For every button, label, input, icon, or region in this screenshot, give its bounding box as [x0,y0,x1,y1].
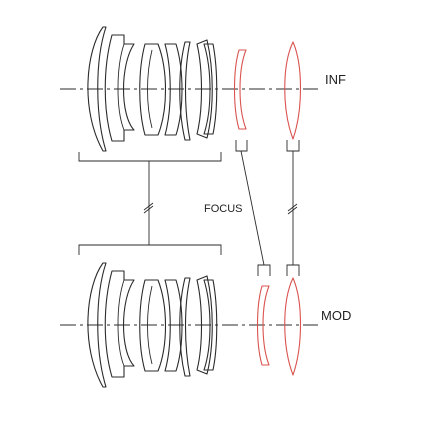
break-mark-right-a [287,203,298,212]
lens-element-2-mod-inner [117,279,125,367]
fixed-lens-group-inf [87,26,218,152]
lens-element-6 [196,39,213,139]
lens-element-5-mod [179,277,191,377]
lens-element-5 [179,41,191,141]
focus-bracket-a-inf [235,140,248,152]
mod-label: MOD [321,308,351,323]
lens-element-2-mod [104,270,135,378]
fixed-group-bracket-mod [78,244,222,255]
lens-element-7 [203,43,218,135]
focus-element-b-mod [284,277,301,376]
focus-lens-group-inf [234,41,301,140]
focus-element-a-inf [234,49,247,130]
mod-configuration: MOD [60,244,351,388]
lens-element-7-mod [203,279,218,371]
lens-element-4 [164,43,183,136]
lens-element-1 [87,26,107,152]
lens-element-4-mod [164,279,183,372]
fixed-lens-group-mod [87,262,218,388]
fixed-group-bracket-inf [78,152,222,162]
lens-element-3-mod-inner [147,285,153,365]
lens-element-1-mod [87,262,107,388]
lens-element-2 [104,34,135,142]
lens-element-3-inner [147,49,153,129]
lens-element-2-inner [117,43,125,131]
break-mark-right-b [287,206,298,215]
break-mark-left-a [143,202,154,211]
break-mark-left-b [143,205,154,214]
lens-element-3 [139,43,167,136]
focus-element-a-mod [257,285,270,366]
inf-configuration: INF [60,26,346,245]
focus-bracket-a-mod [257,264,271,276]
focus-travel: FOCUS [204,150,298,266]
focus-bracket-b-inf [286,140,300,152]
focus-lens-group-mod [257,277,301,376]
focus-bracket-b-mod [286,264,300,276]
inf-label: INF [325,72,346,87]
lens-element-3-mod [139,279,167,372]
lens-element-6-mod [196,275,213,375]
focus-label: FOCUS [204,203,243,215]
focus-element-b-inf [284,41,301,140]
focus-travel-line-a [240,150,265,266]
